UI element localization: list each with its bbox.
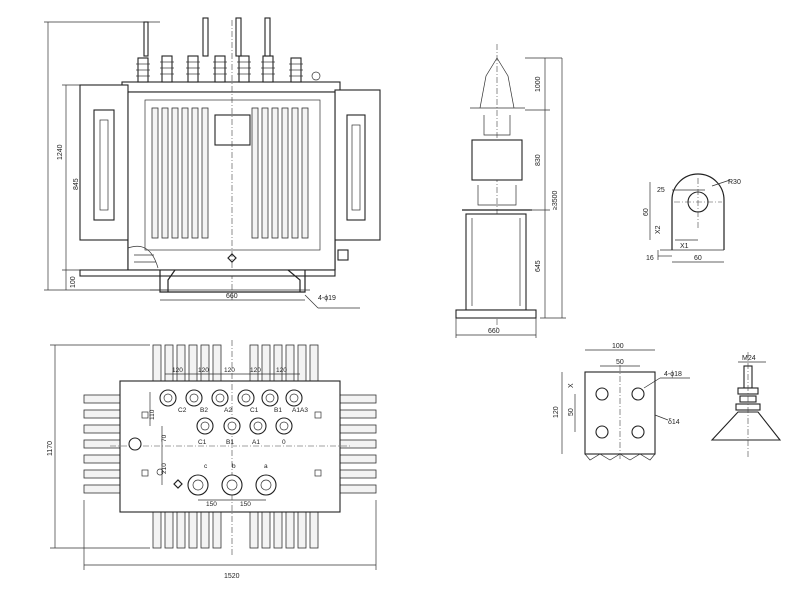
dim-hv-spacing-0: 120 (172, 367, 183, 374)
plate-detail: 100 50 120 50 X 4-ϕ18 δ14 (553, 343, 690, 461)
lv-label-1: B1 (226, 439, 234, 446)
dim-lug-thickness: 16 (646, 255, 654, 262)
dim-side-base-width: 660 (488, 328, 500, 335)
dim-plate-x: X (568, 383, 575, 388)
hv-label-2: A2 (224, 407, 232, 414)
dim-plate-holes: 4-ϕ18 (664, 371, 682, 378)
lv-terminals (196, 417, 293, 435)
dim-lug-x1: X1 (680, 243, 689, 250)
dim-plate-side-120: 120 (553, 406, 560, 418)
lv-label-0: C1 (198, 439, 207, 446)
dim-plan-side-left: 110 (149, 409, 156, 420)
hv-label-5: A1 (292, 407, 300, 414)
dim-plan-wheel-b: 150 (240, 501, 251, 508)
dim-plate-side-50: 50 (568, 408, 575, 416)
hv-terminals (159, 389, 303, 407)
term-label-a: a (264, 463, 268, 470)
dim-lug-x2: X2 (655, 225, 662, 234)
lv-label-3: 0 (282, 439, 286, 446)
term-label-c: c (204, 463, 208, 470)
dim-plate-top-50: 50 (616, 359, 624, 366)
dim-lug-width-25: 25 (657, 187, 665, 194)
dim-side-bottom: 645 (535, 260, 542, 272)
nameplate (214, 114, 251, 146)
dim-front-body-height: 845 (73, 178, 80, 190)
dim-front-total-height: 1240 (57, 144, 64, 160)
plan-view: C2 B2 A2 C1 B1 A1 A3 C1 B1 A1 0 c b a (47, 340, 377, 580)
dim-front-base-height: 100 (70, 276, 77, 288)
dim-hv-spacing-4: 120 (276, 367, 287, 374)
cooling-fins-front (151, 107, 309, 239)
dim-side-mid: 830 (535, 154, 542, 166)
bushing-detail: M24 (710, 352, 782, 458)
dim-front-wheel-span: 660 (226, 293, 238, 300)
hv-label-3: C1 (250, 407, 259, 414)
dim-lug-radius: R30 (728, 179, 741, 186)
dim-lug-base: 60 (694, 255, 702, 262)
hv-bushings-front (136, 55, 303, 83)
dim-lug-height: 60 (643, 208, 650, 216)
lug-detail: 25 R30 60 X2 X1 16 60 (643, 173, 741, 263)
dim-plan-width: 1520 (224, 573, 240, 580)
dim-plan-mid-a: 70 (161, 434, 168, 442)
front-view: 1240 845 100 (44, 17, 381, 309)
side-view: 1000 830 645 ≥3500 660 (455, 44, 566, 338)
dim-plan-depth: 1170 (47, 441, 54, 456)
hv-label-4: B1 (274, 407, 282, 414)
hv-label-0: C2 (178, 407, 187, 414)
dim-plan-mid-b: 210 (161, 463, 168, 474)
dim-plate-thickness: δ14 (668, 419, 680, 426)
lv-label-2: A1 (252, 439, 260, 446)
hv-label-6: A3 (300, 407, 308, 414)
dim-side-top: 1000 (535, 76, 542, 92)
dim-front-mount-holes: 4-ϕ19 (318, 295, 336, 302)
dim-hv-spacing-2: 120 (224, 367, 235, 374)
dim-side-total: ≥3500 (552, 190, 559, 210)
dim-hv-spacing-1: 120 (198, 367, 209, 374)
lv-main-terminals (187, 474, 277, 496)
dim-plan-wheel-a: 150 (206, 501, 217, 508)
term-label-b: b (232, 463, 236, 470)
dim-plate-top-100: 100 (612, 343, 624, 350)
hv-label-1: B2 (200, 407, 208, 414)
dim-hv-spacing-3: 120 (250, 367, 261, 374)
dim-bushing-thread: M24 (742, 355, 756, 362)
